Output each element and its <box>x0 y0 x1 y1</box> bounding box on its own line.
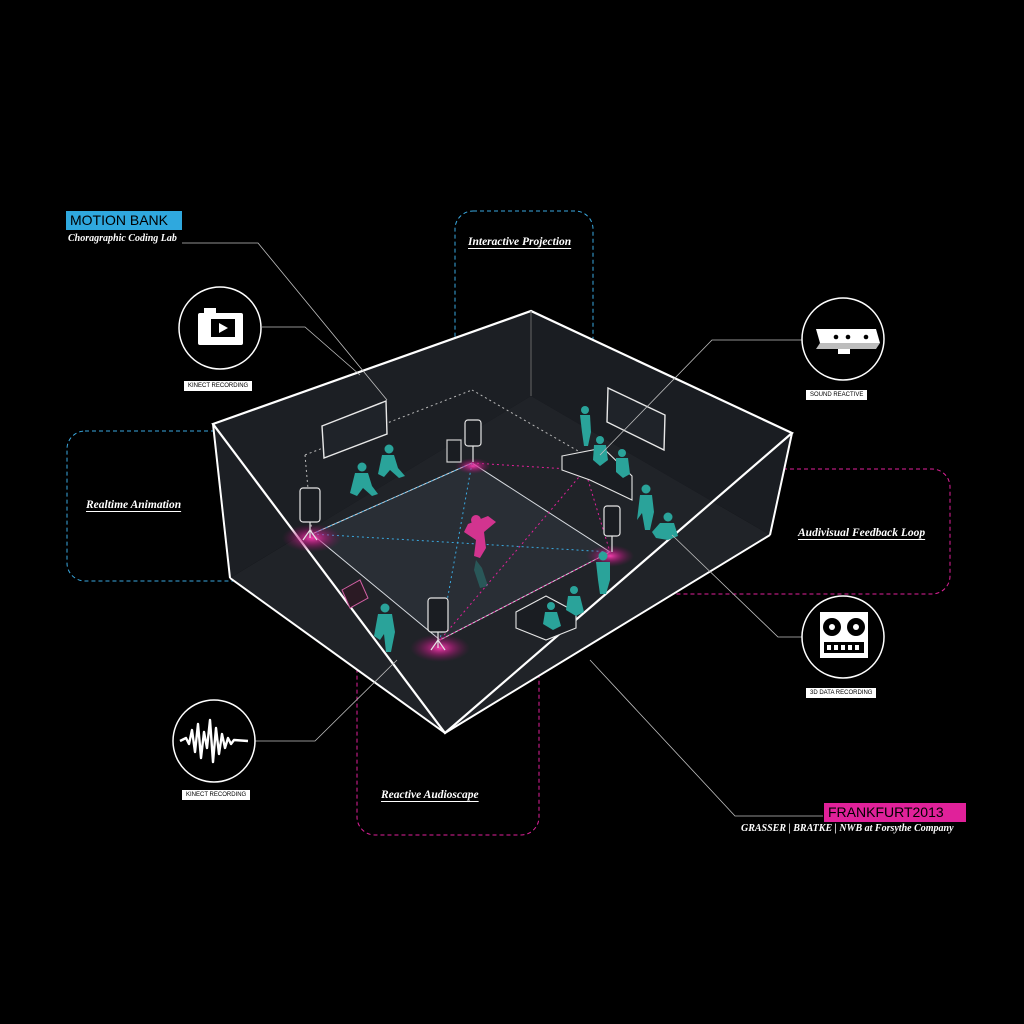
kinect-caption: SOUND REACTIVE <box>806 390 868 400</box>
projection-screen-right <box>606 386 666 452</box>
floor-box <box>341 579 369 609</box>
back-wall-left <box>213 311 531 578</box>
figure-6 <box>637 484 654 530</box>
header-title: MOTION BANK <box>66 211 182 230</box>
reel-caption: 3D DATA RECORDING <box>806 688 877 698</box>
dancer-figure <box>464 515 496 588</box>
figure-1 <box>350 462 378 496</box>
zone-label-audiovisual-feedback: Audivisual Feedback Loop <box>798 527 926 539</box>
leader-lines <box>182 242 823 817</box>
leader-camera <box>262 326 361 376</box>
figure-5 <box>616 449 630 478</box>
leader-reel <box>671 534 802 638</box>
sound-waveform-icon <box>172 699 256 783</box>
video-camera-icon <box>178 286 262 370</box>
wave-caption: KINECT RECORDING <box>182 790 251 800</box>
audience-figures <box>350 406 678 652</box>
zone-label-reactive-audioscape: Reactive Audioscape <box>381 789 479 801</box>
figure-10 <box>543 602 561 630</box>
footer-subtitle: GRASSER | BRATKE | NWB at Forsythe Compa… <box>741 823 954 834</box>
header-subtitle: Choragraphic Coding Lab <box>68 233 177 244</box>
camera-caption: KINECT RECORDING <box>184 381 253 391</box>
room <box>211 309 795 735</box>
speaker-right <box>603 505 621 552</box>
zone-label-interactive-projection: Interactive Projection <box>468 236 572 248</box>
leader-wave <box>255 659 398 742</box>
speaker-left <box>299 487 321 541</box>
figure-9 <box>566 586 584 616</box>
figure-11 <box>374 603 395 652</box>
leader-header <box>182 242 388 401</box>
figure-3 <box>580 406 591 446</box>
projection-screen-left <box>321 399 388 459</box>
kinect-sensor-icon <box>801 297 885 381</box>
footer-title: FRANKFURT2013 <box>824 803 966 822</box>
zone-label-realtime-animation: Realtime Animation <box>86 499 182 511</box>
figure-2 <box>378 444 405 478</box>
speaker-back <box>464 419 482 462</box>
leader-footer <box>589 659 823 817</box>
speaker-front <box>427 597 449 651</box>
figure-7 <box>652 512 678 540</box>
speakers <box>299 419 621 651</box>
leader-kinect <box>599 339 802 456</box>
figure-8 <box>596 551 610 594</box>
reel-to-reel-recorder-icon <box>801 595 885 679</box>
back-monitor <box>446 439 462 463</box>
